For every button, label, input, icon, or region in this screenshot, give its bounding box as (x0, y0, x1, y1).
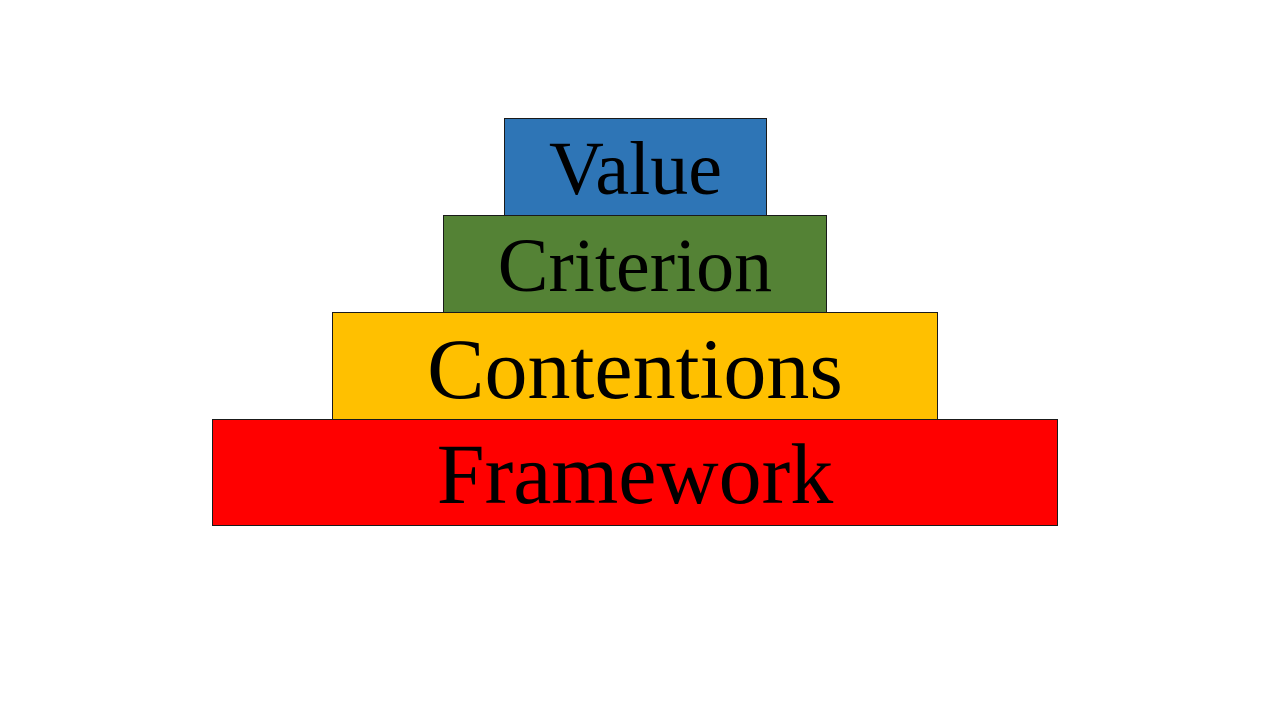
pyramid-tier-contentions: Contentions (332, 312, 938, 420)
pyramid-tier-label: Criterion (497, 224, 773, 308)
pyramid-tier-label: Value (548, 127, 723, 211)
pyramid-tier-label: Contentions (427, 321, 843, 417)
pyramid-tier-criterion: Criterion (443, 215, 827, 313)
pyramid-tier-value: Value (504, 118, 767, 216)
pyramid-tier-label: Framework (436, 425, 834, 522)
pyramid-tier-framework: Framework (212, 419, 1058, 526)
